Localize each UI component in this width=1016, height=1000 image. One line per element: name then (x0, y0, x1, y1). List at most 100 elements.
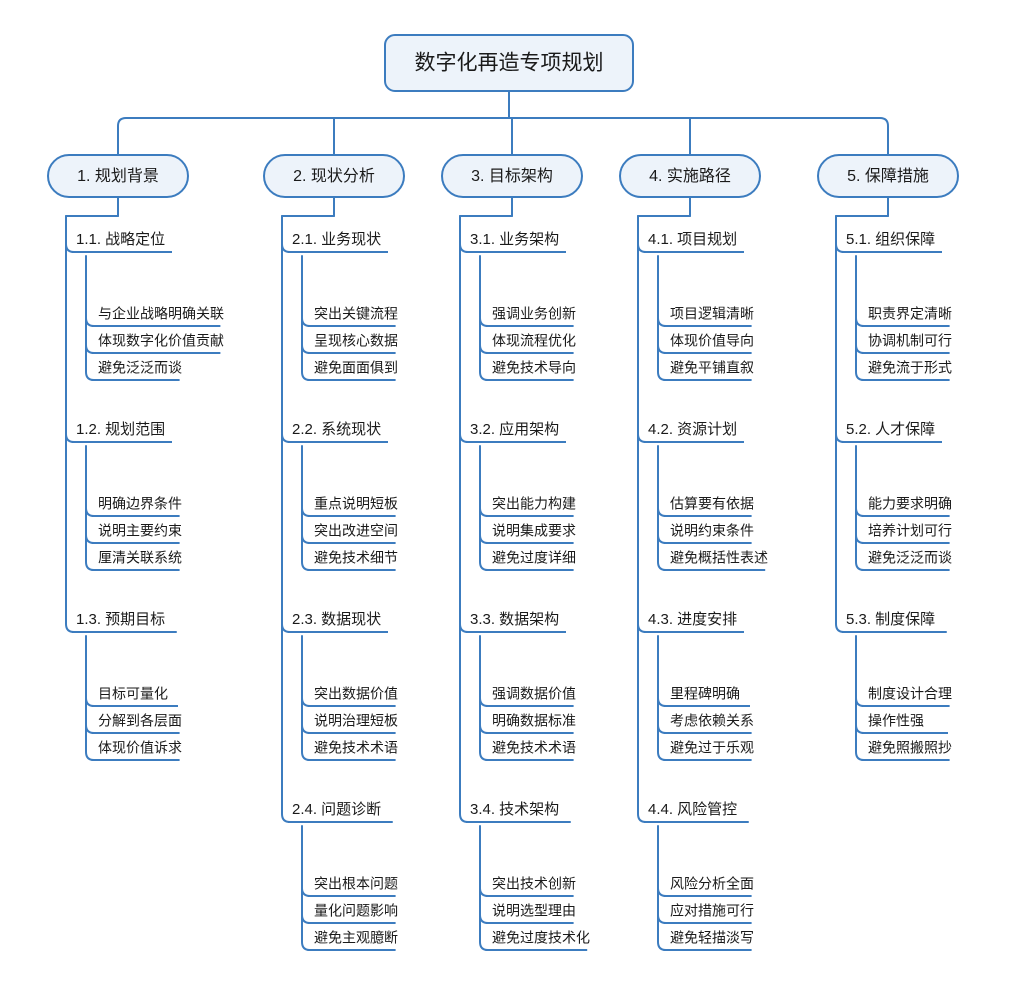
item-node-4-3-2[interactable]: 考虑依赖关系 (664, 713, 754, 734)
root-node[interactable]: 数字化再造专项规划 (384, 34, 634, 92)
topic-node-1-3[interactable]: 1.3. 预期目标 (72, 611, 172, 633)
branch-node-label: 5. 保障措施 (847, 167, 929, 185)
item-node-3-4-1[interactable]: 突出技术创新 (486, 876, 576, 897)
topic-elbow (65, 243, 75, 253)
topic-node-2-4[interactable]: 2.4. 问题诊断 (288, 801, 388, 823)
item-node-label: 避免流于形式 (868, 360, 952, 376)
topic-node-1-1[interactable]: 1.1. 战略定位 (72, 231, 172, 253)
item-node-3-3-2[interactable]: 明确数据标准 (486, 713, 576, 734)
item-node-5-2-2[interactable]: 培养计划可行 (862, 523, 952, 544)
branch-node-label: 4. 实施路径 (649, 167, 731, 185)
topic-node-label: 4.4. 风险管控 (648, 801, 737, 818)
item-node-4-3-1[interactable]: 里程碑明确 (664, 686, 750, 707)
item-node-3-3-3[interactable]: 避免技术术语 (486, 740, 576, 761)
item-node-label: 避免技术术语 (492, 740, 576, 756)
topic-node-5-2[interactable]: 5.2. 人才保障 (842, 420, 942, 443)
item-node-3-2-1[interactable]: 突出能力构建 (486, 496, 576, 517)
item-node-5-1-1[interactable]: 职责界定清晰 (862, 306, 952, 327)
item-node-3-2-3[interactable]: 避免过度详细 (486, 550, 576, 571)
item-elbow (855, 697, 865, 707)
item-node-2-4-3[interactable]: 避免主观臆断 (308, 930, 398, 951)
topic-node-2-2[interactable]: 2.2. 系统现状 (288, 421, 388, 443)
item-node-4-3-3[interactable]: 避免过于乐观 (664, 740, 754, 761)
item-node-1-2-3[interactable]: 厘清关联系统 (92, 550, 182, 571)
item-node-2-3-3[interactable]: 避免技术术语 (308, 740, 398, 761)
item-node-1-1-1[interactable]: 与企业战略明确关联 (92, 306, 224, 327)
item-node-3-1-1[interactable]: 强调业务创新 (486, 306, 576, 327)
branch-node-5[interactable]: 5. 保障措施 (817, 154, 959, 198)
item-node-4-4-2[interactable]: 应对措施可行 (664, 903, 754, 924)
item-node-4-2-1[interactable]: 估算要有依据 (664, 496, 754, 517)
topic-node-3-1[interactable]: 3.1. 业务架构 (466, 231, 566, 253)
topic-node-3-3[interactable]: 3.3. 数据架构 (466, 611, 566, 633)
item-elbow (85, 534, 95, 544)
topic-node-2-3[interactable]: 2.3. 数据现状 (288, 611, 388, 633)
branch-node-3[interactable]: 3. 目标架构 (441, 154, 583, 198)
item-node-1-1-2[interactable]: 体现数字化价值贡献 (92, 333, 224, 354)
item-node-1-1-3[interactable]: 避免泛泛而谈 (92, 360, 182, 381)
item-node-2-1-3[interactable]: 避免面面俱到 (308, 360, 398, 381)
item-node-3-2-2[interactable]: 说明集成要求 (486, 523, 576, 544)
item-node-4-1-1[interactable]: 项目逻辑清晰 (664, 306, 754, 327)
branch-node-4[interactable]: 4. 实施路径 (619, 154, 761, 198)
item-node-4-2-3[interactable]: 避免概括性表述 (664, 550, 768, 571)
topic-node-label: 1.3. 预期目标 (76, 611, 165, 628)
item-node-4-1-3[interactable]: 避免平铺直叙 (664, 360, 754, 381)
item-node-3-1-2[interactable]: 体现流程优化 (486, 333, 576, 354)
item-node-label: 风险分析全面 (670, 876, 754, 892)
item-node-3-3-1[interactable]: 强调数据价值 (486, 686, 576, 707)
topic-node-4-1[interactable]: 4.1. 项目规划 (644, 231, 744, 253)
topic-node-4-4[interactable]: 4.4. 风险管控 (644, 801, 744, 823)
topic-node-4-3[interactable]: 4.3. 进度安排 (644, 611, 744, 633)
topic-node-1-2[interactable]: 1.2. 规划范围 (72, 421, 172, 443)
item-node-2-2-1[interactable]: 重点说明短板 (308, 496, 398, 517)
item-node-label: 突出关键流程 (314, 306, 398, 322)
topic-node-label: 4.3. 进度安排 (648, 611, 737, 628)
topic-node-4-2[interactable]: 4.2. 资源计划 (644, 421, 744, 443)
item-node-4-4-1[interactable]: 风险分析全面 (664, 876, 754, 897)
item-node-2-2-3[interactable]: 避免技术细节 (308, 550, 398, 571)
item-node-1-3-3[interactable]: 体现价值诉求 (92, 740, 182, 761)
item-node-4-2-2[interactable]: 说明约束条件 (664, 523, 754, 544)
item-node-5-3-3[interactable]: 避免照搬照抄 (862, 740, 952, 761)
item-node-5-3-2[interactable]: 操作性强 (862, 713, 948, 734)
item-node-2-1-1[interactable]: 突出关键流程 (308, 306, 398, 327)
item-node-5-2-3[interactable]: 避免泛泛而谈 (862, 550, 952, 571)
topic-node-5-1[interactable]: 5.1. 组织保障 (842, 230, 942, 253)
item-node-label: 操作性强 (868, 713, 924, 729)
topic-node-3-2[interactable]: 3.2. 应用架构 (466, 420, 566, 443)
item-node-3-1-3[interactable]: 避免技术导向 (486, 360, 576, 381)
item-node-2-3-2[interactable]: 说明治理短板 (308, 713, 398, 734)
item-node-label: 突出根本问题 (314, 876, 398, 892)
item-node-label: 避免技术术语 (314, 740, 398, 756)
branch-node-1[interactable]: 1. 规划背景 (47, 154, 189, 198)
item-node-label: 避免泛泛而谈 (98, 360, 182, 376)
item-node-5-1-3[interactable]: 避免流于形式 (862, 360, 952, 381)
branch-node-2[interactable]: 2. 现状分析 (263, 154, 405, 198)
item-node-1-3-1[interactable]: 目标可量化 (92, 686, 178, 707)
item-node-5-3-1[interactable]: 制度设计合理 (862, 686, 952, 707)
item-node-4-1-2[interactable]: 体现价值导向 (664, 333, 754, 354)
item-node-4-4-3[interactable]: 避免轻描淡写 (664, 930, 754, 951)
item-elbow (301, 724, 311, 734)
topic-node-2-1[interactable]: 2.1. 业务现状 (288, 231, 388, 253)
topic-elbow (637, 243, 647, 253)
item-node-3-4-3[interactable]: 避免过度技术化 (486, 930, 590, 951)
item-node-5-2-1[interactable]: 能力要求明确 (862, 496, 952, 517)
topic-node-3-4[interactable]: 3.4. 技术架构 (466, 801, 566, 823)
item-elbow (657, 914, 667, 924)
item-node-3-4-2[interactable]: 说明选型理由 (486, 903, 576, 924)
item-node-1-3-2[interactable]: 分解到各层面 (92, 713, 182, 734)
item-node-1-2-2[interactable]: 说明主要约束 (92, 523, 182, 544)
item-node-2-4-2[interactable]: 量化问题影响 (308, 903, 398, 924)
item-node-2-4-1[interactable]: 突出根本问题 (308, 876, 398, 897)
topic-node-label: 1.1. 战略定位 (76, 231, 165, 248)
item-node-label: 分解到各层面 (98, 713, 182, 729)
item-node-5-1-2[interactable]: 协调机制可行 (862, 333, 952, 354)
item-node-2-3-1[interactable]: 突出数据价值 (308, 686, 398, 707)
item-node-2-1-2[interactable]: 呈现核心数据 (308, 333, 398, 354)
item-node-1-2-1[interactable]: 明确边界条件 (92, 496, 182, 517)
item-node-label: 体现数字化价值贡献 (98, 333, 224, 349)
item-node-2-2-2[interactable]: 突出改进空间 (308, 523, 398, 544)
topic-node-5-3[interactable]: 5.3. 制度保障 (842, 610, 942, 633)
